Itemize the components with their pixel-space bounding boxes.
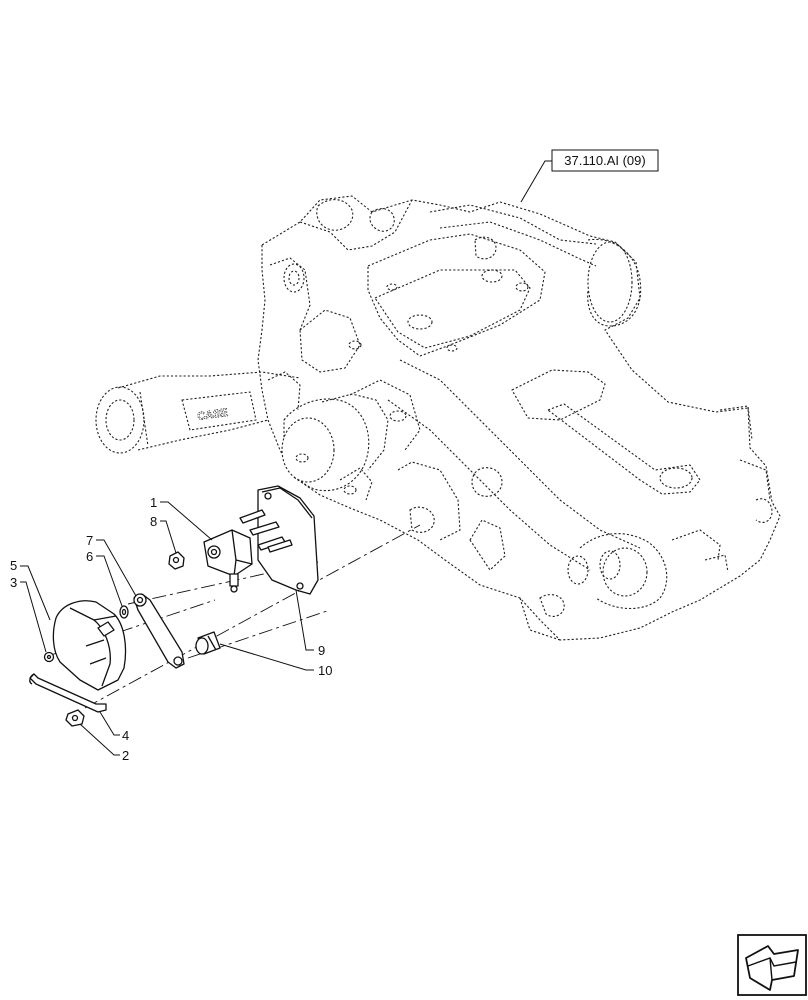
part-6-washer (119, 605, 129, 619)
part-1-position-sensor (203, 509, 293, 593)
callout-5: 5 (10, 558, 17, 573)
part-2-clip (65, 709, 85, 727)
callout-3: 3 (10, 575, 17, 590)
callout-9: 9 (318, 643, 325, 658)
reference-label: 37.110.AI (09) (564, 153, 645, 168)
callout-2: 2 (122, 748, 129, 763)
callout-7: 7 (86, 533, 93, 548)
housing-brand-text: CASE (197, 407, 229, 423)
rear-axle-housing-outline (257, 195, 781, 641)
part-10-screw (195, 631, 221, 655)
reference-callout[interactable]: 37.110.AI (09) (551, 149, 659, 172)
next-page-arrow-icon[interactable] (737, 934, 807, 996)
part-8-nut (168, 551, 185, 570)
callout-10: 10 (318, 663, 332, 678)
callout-6: 6 (86, 549, 93, 564)
part-7-lever-arm (133, 593, 185, 669)
axle-trumpet-outline: CASE (95, 371, 389, 492)
callout-1: 1 (150, 495, 157, 510)
callout-8: 8 (150, 514, 157, 529)
callout-numbers: 1 2 3 4 5 6 7 8 9 10 (10, 495, 332, 763)
part-4-link-rod (29, 673, 107, 713)
part-3-small-bolt (43, 651, 55, 663)
part-5-cover (52, 600, 127, 691)
callout-4: 4 (122, 728, 129, 743)
leader-lines (20, 160, 552, 756)
